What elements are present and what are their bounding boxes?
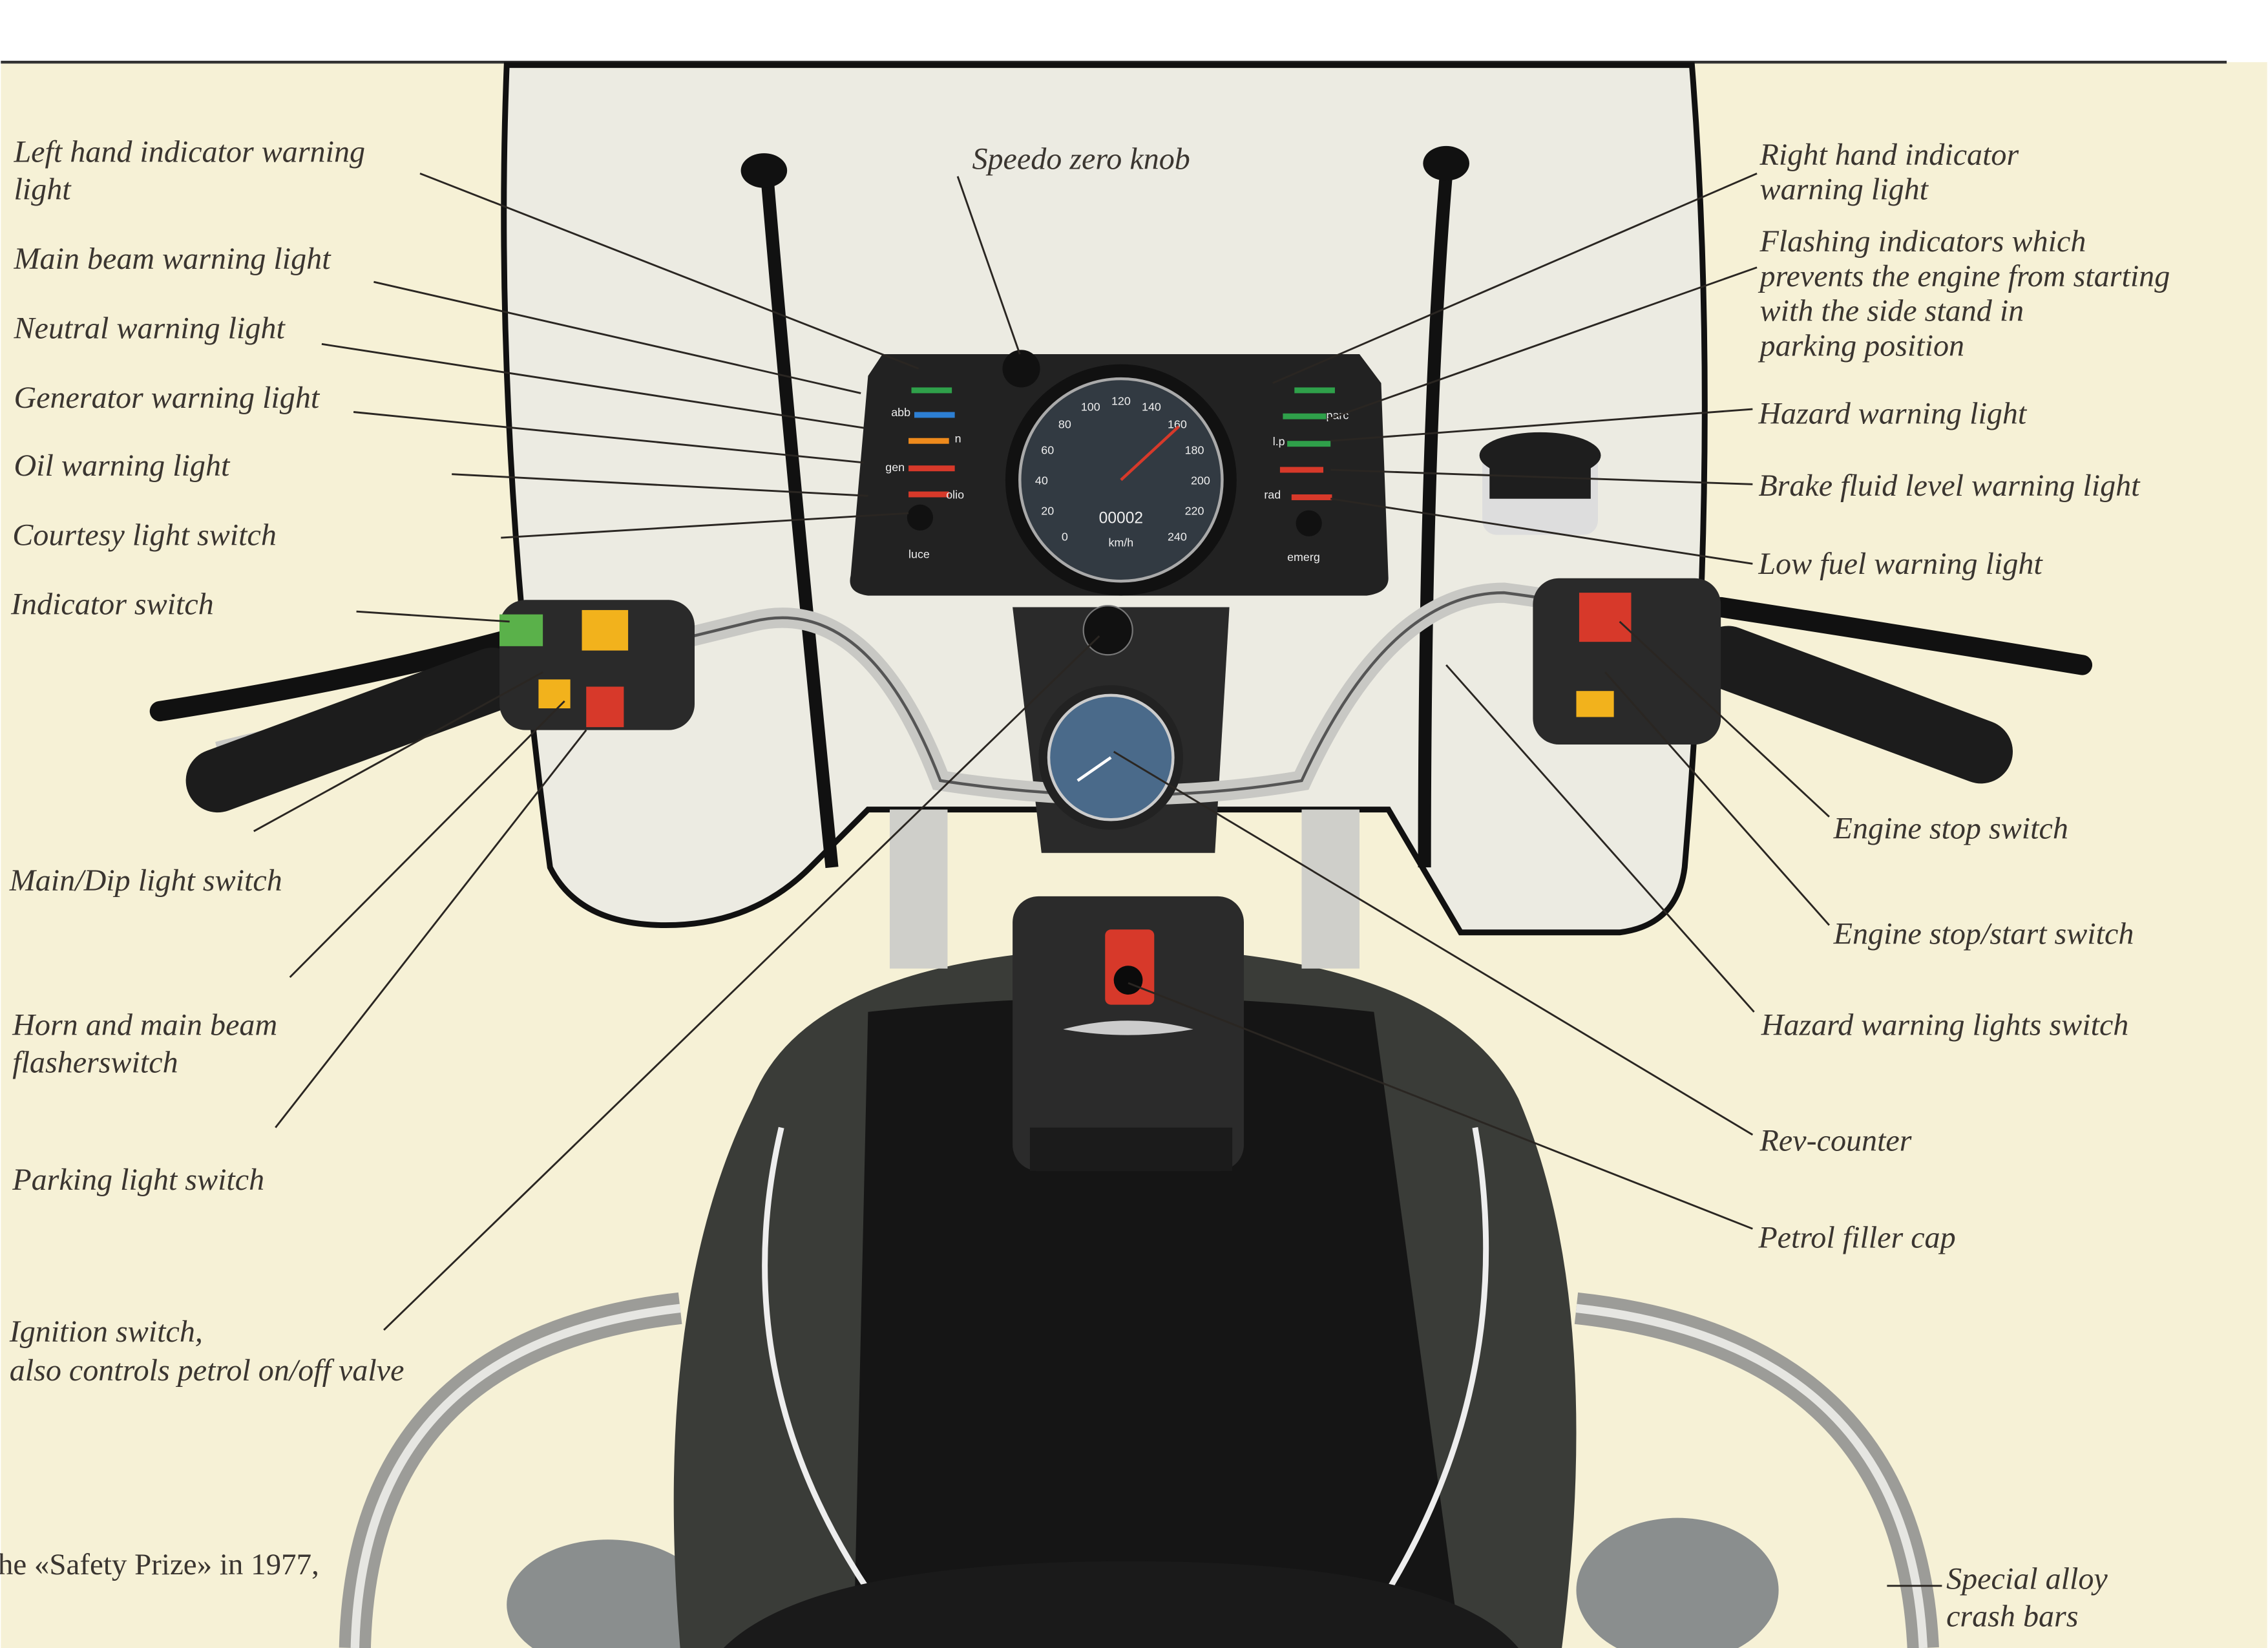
svg-text:rad: rad — [1264, 489, 1281, 502]
speedo-ticks: 0 20 40 60 80 100 120 140 160 180 200 220 240 — [1035, 394, 1210, 543]
speedo-tick-label: 160 — [1168, 417, 1187, 430]
label-engine-stop: Engine stop switch — [1833, 811, 2068, 845]
speedo-tick-label: 80 — [1058, 417, 1071, 430]
label-parking: Parking light switch — [12, 1163, 264, 1197]
speedo-tick-label: 100 — [1081, 401, 1100, 414]
speedo-tick-label: 120 — [1111, 394, 1131, 407]
svg-text:abb: abb — [891, 406, 910, 419]
ignition-switch — [1082, 605, 1133, 656]
svg-text:n: n — [955, 432, 961, 445]
speedo-needle — [1120, 425, 1180, 481]
svg-text:emerg: emerg — [1287, 551, 1320, 564]
speedo-tick-label: 40 — [1035, 474, 1048, 487]
svg-text:olio: olio — [946, 489, 964, 502]
svg-text:luce: luce — [908, 547, 930, 560]
label-petrol-cap: Petrol filler cap — [1758, 1220, 1955, 1254]
left-grip — [185, 648, 525, 813]
label-oil: Oil warning light — [14, 449, 231, 483]
label-engine-stop-start: Engine stop/start switch — [1833, 917, 2134, 951]
label-hazard-switch: Hazard warning lights switch — [1761, 1008, 2129, 1042]
speedo-tick-label: 60 — [1041, 443, 1054, 456]
label-ignition: Ignition switch,also controls petrol on/… — [9, 1315, 404, 1388]
speedo-tick-label: 220 — [1185, 504, 1204, 517]
left-warning-lights: abb n gen olio luce — [885, 387, 964, 560]
label-generator: Generator warning light — [14, 381, 320, 415]
speedo-tick-label: 240 — [1168, 530, 1187, 543]
right-grip — [1696, 626, 2013, 784]
label-brake-fluid: Brake fluid level warning light — [1758, 469, 2141, 503]
label-neutral: Neutral warning light — [13, 311, 286, 345]
speedo-tick-label: 20 — [1041, 504, 1054, 517]
label-courtesy: Courtesy light switch — [12, 518, 277, 552]
leader-lines — [253, 173, 1942, 1587]
body-text-fragment: he «Safety Prize» in 1977, — [0, 1548, 319, 1581]
right-warning-lights: parc l.p rad emerg — [1264, 387, 1349, 564]
speedo-tick-label: 0 — [1062, 530, 1068, 543]
label-speedo-zero: Speedo zero knob — [972, 142, 1190, 176]
odometer: 00002 — [1099, 510, 1143, 527]
label-indicator-switch: Indicator switch — [10, 587, 214, 622]
label-low-fuel: Low fuel warning light — [1758, 547, 2043, 581]
label-rev-counter: Rev-counter — [1759, 1124, 1912, 1158]
speedo-tick-label: 140 — [1142, 401, 1161, 414]
label-main-dip: Main/Dip light switch — [9, 863, 282, 898]
kmh-label: km/h — [1108, 536, 1133, 549]
label-main-beam: Main beam warning light — [13, 242, 331, 276]
svg-text:l.p: l.p — [1273, 435, 1285, 448]
speedo-tick-label: 200 — [1191, 474, 1210, 487]
label-hazard-light: Hazard warning light — [1758, 396, 2028, 430]
svg-text:gen: gen — [885, 461, 905, 474]
speedo-tick-label: 180 — [1185, 443, 1204, 456]
